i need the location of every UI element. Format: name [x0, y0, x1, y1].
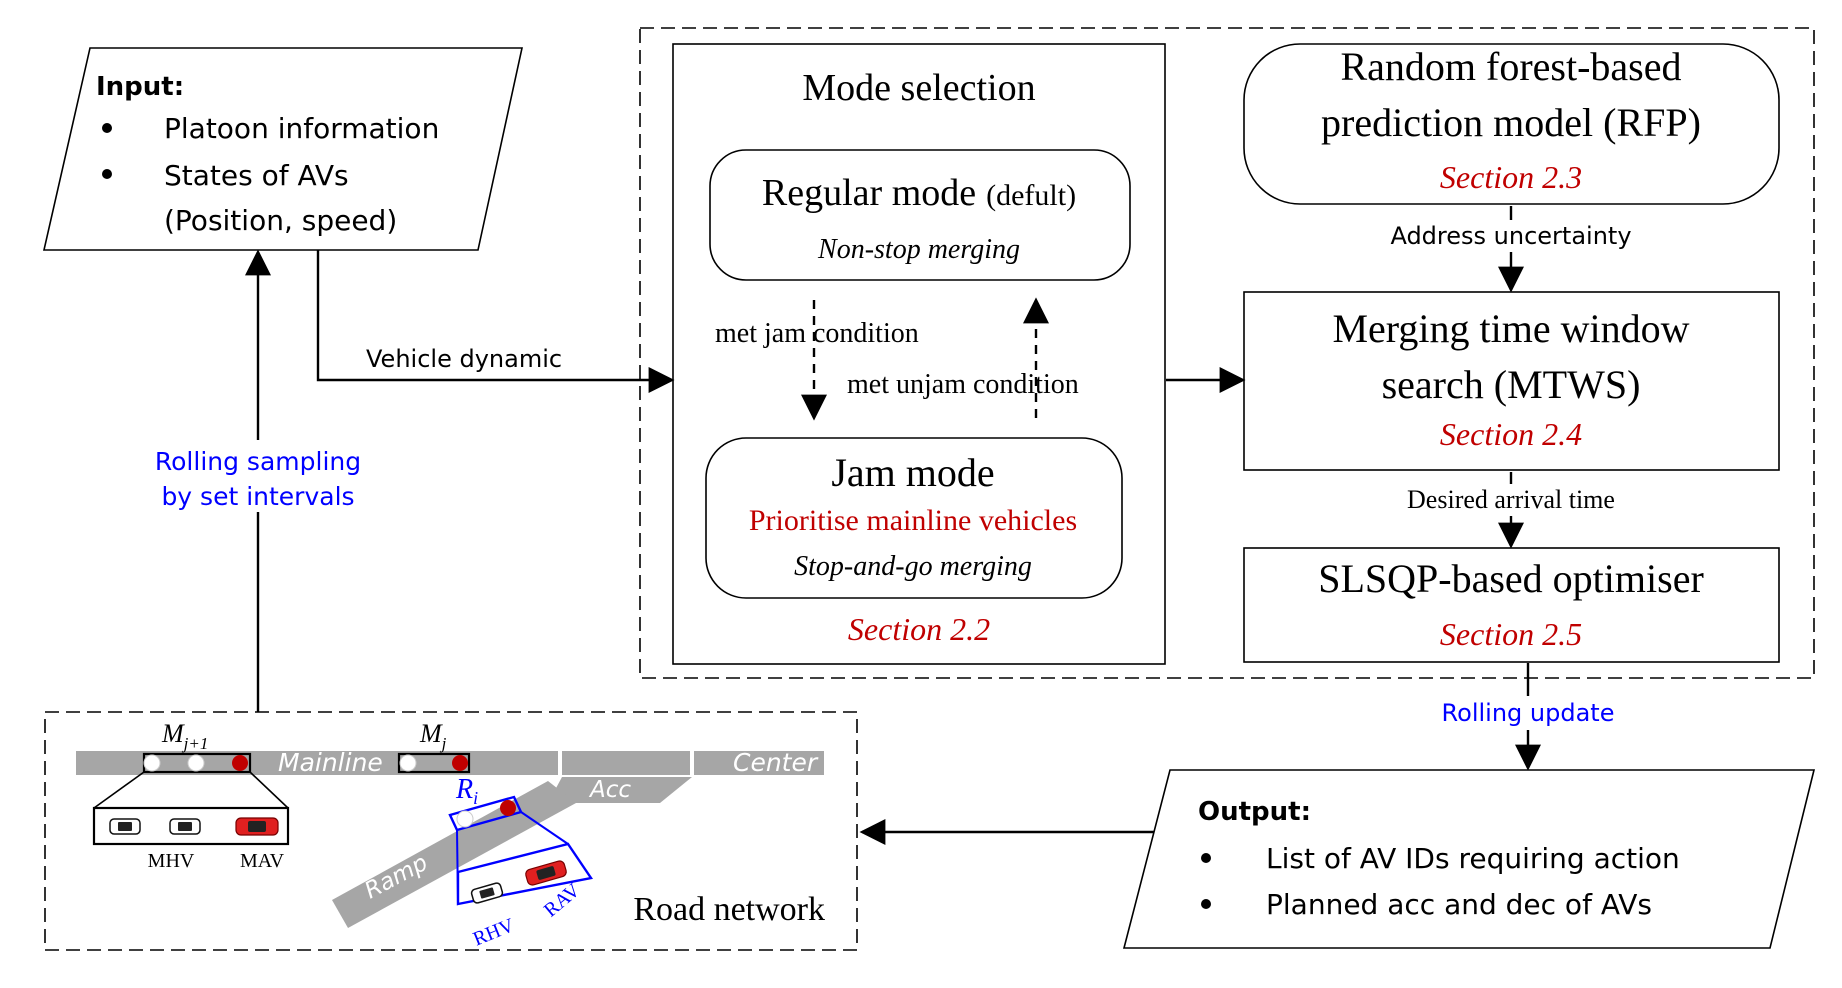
acc-label: Acc: [588, 777, 631, 803]
slsqp-frame: [1243, 547, 1780, 663]
vehicle-dynamic-label: Vehicle dynamic: [366, 345, 562, 373]
output-item-planned: Planned acc and dec of AVs: [1266, 888, 1652, 921]
algorithm-dashed-region: [639, 27, 1815, 679]
input-title: Input:: [96, 72, 184, 102]
bullet-icon: [102, 169, 112, 179]
jam-mode-subtitle: Stop-and-go merging: [794, 551, 1032, 582]
acc-lane: [548, 777, 692, 803]
mode-selection-title: Mode selection: [802, 67, 1035, 109]
rolling-update-label: Rolling update: [1442, 699, 1615, 727]
ri-label: Ri: [455, 774, 478, 808]
mainline-label: Mainline: [278, 748, 383, 777]
car-icon: [470, 882, 504, 904]
met-unjam-condition-label: met unjam condition: [847, 369, 1079, 400]
rolling-sampling-bg: [150, 440, 366, 512]
platoon-mj-box: [397, 752, 471, 774]
zoom-line: [249, 771, 289, 809]
car-icon: [169, 818, 201, 835]
rfp-box: Random forest-based prediction model (RF…: [1243, 43, 1780, 205]
address-uncertainty-bg: [1370, 220, 1652, 252]
road-network-dashed-frame: [44, 711, 858, 951]
input-box: Input: Platoon information States of AVs…: [42, 47, 523, 251]
vehicle-dot: [143, 754, 161, 772]
jam-mode-title: Jam mode: [831, 450, 994, 495]
vehicle-dot-av: [452, 755, 468, 771]
vehicle-dot: [187, 754, 205, 772]
car-av-icon: [525, 860, 567, 886]
output-item-list: List of AV IDs requiring action: [1266, 842, 1680, 875]
bullet-icon: [1201, 899, 1211, 909]
met-jam-condition-label: met jam condition: [715, 318, 919, 349]
vehicle-dot: [399, 754, 417, 772]
ramp-road: [332, 781, 576, 928]
bullet-icon: [102, 123, 112, 133]
mav-label: MAV: [240, 850, 285, 872]
center-label: Center: [733, 748, 819, 777]
slsqp-box: SLSQP-based optimiser Section 2.5: [1243, 547, 1780, 663]
vehicle-dot-av: [232, 755, 248, 771]
mode-selection-section: Section 2.2: [848, 611, 990, 647]
bullet-icon: [1201, 853, 1211, 863]
mj-label: Mj: [419, 719, 447, 753]
mhv-label: MHV: [148, 850, 195, 872]
mode-selection-box: Mode selection Regular mode(defult) Non-…: [672, 43, 1166, 665]
regular-mode-subtitle: Non-stop merging: [817, 234, 1020, 265]
mtws-title-line1: Merging time window: [1332, 306, 1689, 351]
input-item-states: States of AVs: [164, 159, 349, 192]
mtws-frame: [1243, 291, 1780, 471]
slsqp-section: Section 2.5: [1440, 616, 1582, 652]
mtws-title-line2: search (MTWS): [1382, 362, 1641, 407]
zoom-line: [93, 771, 145, 809]
input-item-continuation: (Position, speed): [164, 204, 397, 237]
regular-mode-box: [709, 149, 1131, 281]
rolling-update-bg: [1432, 696, 1624, 730]
output-box: Output: List of AV IDs requiring action …: [1122, 769, 1816, 949]
rhv-label: RHV: [470, 914, 518, 950]
rfp-title-line2: prediction model (RFP): [1321, 100, 1701, 145]
desired-arrival-bg: [1380, 484, 1642, 516]
desired-arrival-time-label: Desired arrival time: [1407, 485, 1615, 514]
regular-mode-title: Regular mode(defult): [762, 172, 1076, 214]
output-title: Output:: [1198, 797, 1311, 827]
car-icon: [109, 818, 141, 835]
jam-mode-box: [705, 437, 1123, 599]
car-av-icon: [235, 817, 279, 836]
road-network-title: Road network: [633, 891, 825, 928]
mj1-label: Mj+1: [161, 719, 208, 753]
rfp-section: Section 2.3: [1440, 159, 1582, 195]
road-network: Mainline Center Acc Ramp Mj+1 Mj: [44, 711, 858, 951]
vehicle-dot-av: [500, 800, 516, 816]
output-parallelogram: [1122, 769, 1816, 949]
rfp-frame: [1243, 43, 1780, 205]
vehicle-dot: [456, 810, 474, 828]
input-item-platoon: Platoon information: [164, 112, 439, 145]
address-uncertainty-label: Address uncertainty: [1390, 222, 1631, 250]
jam-mode-priority: Prioritise mainline vehicles: [749, 504, 1077, 537]
rolling-sampling-line1: Rolling sampling: [155, 447, 361, 476]
mtws-section: Section 2.4: [1440, 416, 1582, 452]
rolling-sampling-line2: by set intervals: [161, 482, 354, 511]
mtws-box: Merging time window search (MTWS) Sectio…: [1243, 291, 1780, 471]
slsqp-title: SLSQP-based optimiser: [1318, 556, 1704, 601]
arrow-vehicle-dynamic: [316, 250, 675, 393]
zoom-line: [520, 811, 569, 845]
rfp-title-line1: Random forest-based: [1340, 44, 1681, 89]
input-parallelogram: [42, 47, 523, 251]
